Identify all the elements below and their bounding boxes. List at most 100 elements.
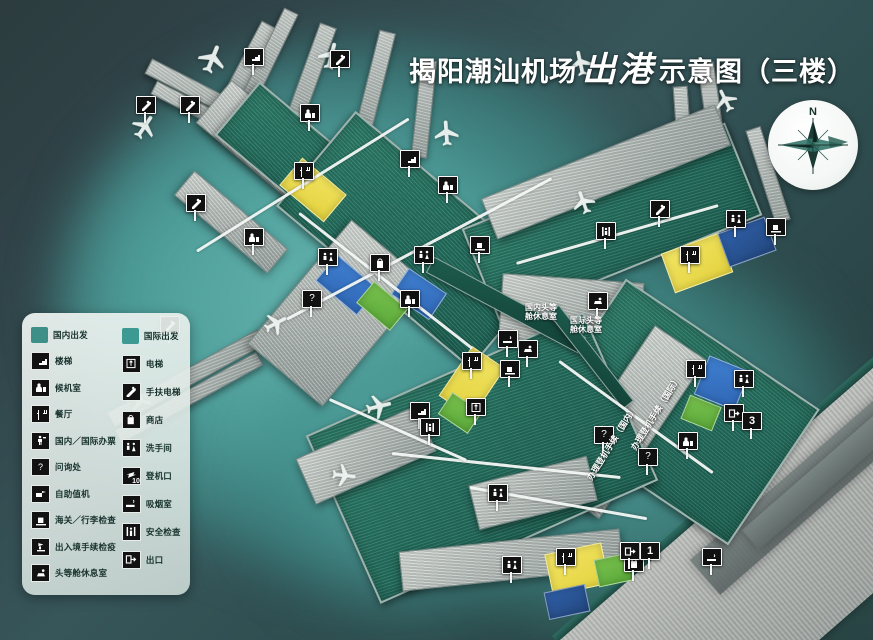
restroom-icon xyxy=(734,370,754,388)
legend-label: 自助值机 xyxy=(55,488,90,499)
map-marker-security-ne[interactable] xyxy=(596,222,616,250)
map-marker-stairs-nw1[interactable] xyxy=(244,48,264,76)
restaurant-icon xyxy=(294,162,314,180)
ticketing-icon xyxy=(31,431,50,450)
legend-label: 洗手间 xyxy=(145,442,173,453)
legend-item-ticketing: 国内／国际办票 xyxy=(31,429,116,453)
restroom-icon xyxy=(414,246,434,264)
legend-item-restroom: 洗手间 xyxy=(121,435,181,460)
map-marker-exit-south[interactable] xyxy=(620,542,640,570)
label-international-first-class-lounge: 国际头等 舱休息室 xyxy=(570,316,602,334)
map-marker-waiting-nw3[interactable] xyxy=(300,104,320,132)
airplane-silhouette-7 xyxy=(707,81,744,118)
map-marker-lounge-domestic[interactable] xyxy=(518,340,538,368)
legend-item-shop: 商店 xyxy=(121,407,181,432)
legend-label: 问询处 xyxy=(55,462,82,473)
waiting-room-icon xyxy=(678,432,698,450)
map-marker-restroom-south2[interactable] xyxy=(488,484,508,512)
airplane-silhouette-5 xyxy=(563,45,599,81)
map-marker-restaurant-mid[interactable] xyxy=(462,352,482,380)
legend-item-information: ? 问询处 xyxy=(31,456,116,480)
first-class-lounge-icon xyxy=(31,564,50,583)
boarding-gate-number: 10 xyxy=(132,477,140,485)
compass-needle-icon xyxy=(778,118,848,174)
map-marker-escalator-nw2[interactable] xyxy=(330,50,350,78)
information-icon: ? xyxy=(638,448,658,466)
legend-label: 商店 xyxy=(145,414,164,425)
map-marker-escalator-w1[interactable] xyxy=(186,194,206,222)
security-check-icon xyxy=(121,522,141,541)
map-marker-waiting-w4[interactable] xyxy=(244,228,264,256)
map-marker-security-mid[interactable] xyxy=(420,418,440,446)
map-marker-restroom-se[interactable] xyxy=(734,370,754,398)
legend-item-self-checkin: 自助值机 xyxy=(31,482,116,506)
title-part-2: 出港 xyxy=(582,51,654,89)
legend-item-restaurant: 餐厅 xyxy=(31,403,116,427)
legend-label: 楼梯 xyxy=(55,356,73,367)
map-marker-stairs-nw4[interactable] xyxy=(400,150,420,178)
information-icon: ? xyxy=(302,290,322,308)
legend-label: 国内／国际办票 xyxy=(55,435,116,446)
map-marker-customs-ne[interactable] xyxy=(766,218,786,246)
legend-label: 手扶电梯 xyxy=(145,386,181,397)
map-marker-restaurant-ne[interactable] xyxy=(680,246,700,274)
map-marker-escalator-ne[interactable] xyxy=(650,200,670,228)
map-marker-restroom-east[interactable] xyxy=(414,246,434,274)
map-marker-lounge-international[interactable] xyxy=(588,292,608,320)
waiting-room-icon xyxy=(31,378,50,397)
smoking-room-icon xyxy=(498,330,518,348)
escalator-icon xyxy=(330,50,350,68)
map-marker-exit-se[interactable] xyxy=(724,404,744,432)
airplane-silhouette-4 xyxy=(431,117,463,149)
map-marker-info-central[interactable]: ? xyxy=(302,290,322,318)
immigration-quarantine-icon xyxy=(31,537,50,556)
airplane-silhouette-9 xyxy=(361,389,397,425)
label-line-2: 舱休息室 xyxy=(570,325,602,335)
shop-icon xyxy=(121,410,141,429)
page-title: 揭阳潮汕机场 出港 示意图（三楼） xyxy=(409,42,855,91)
map-marker-elevator-mid[interactable] xyxy=(466,398,486,426)
map-marker-escalator-w3[interactable] xyxy=(180,96,200,124)
map-marker-smoking-se[interactable] xyxy=(702,548,722,576)
map-marker-restaurant-se[interactable] xyxy=(686,360,706,388)
smoking-room-icon xyxy=(121,494,141,513)
map-marker-customs-east[interactable] xyxy=(470,236,490,264)
exit-icon xyxy=(620,542,640,560)
map-marker-smoking-central[interactable] xyxy=(498,330,518,358)
map-marker-waiting-east[interactable] xyxy=(400,290,420,318)
map-marker-restaurant-nw[interactable] xyxy=(294,162,314,190)
map-marker-restroom-south[interactable] xyxy=(502,556,522,584)
boarding-gate-icon: 10 xyxy=(121,466,141,485)
information-icon: ? xyxy=(594,426,614,444)
map-marker-shop-central[interactable] xyxy=(370,254,390,282)
map-marker-info-mid[interactable]: ? xyxy=(594,426,614,454)
legend-panel: 国内出发 楼梯 候机室 餐厅 国内／国际办票 xyxy=(22,313,190,595)
gate-marker-3[interactable]: 3 xyxy=(742,412,762,440)
legend-label: 餐厅 xyxy=(55,409,73,420)
security-check-icon xyxy=(596,222,616,240)
smoking-room-icon xyxy=(702,548,722,566)
gate-marker-1[interactable]: 1 xyxy=(640,542,660,570)
map-marker-restaurant-south[interactable] xyxy=(556,548,576,576)
airplane-silhouette-3 xyxy=(124,106,166,148)
label-domestic-first-class-lounge: 国内头等 舱休息室 xyxy=(525,303,557,321)
legend-label: 国际出发 xyxy=(143,330,179,341)
customs-baggage-icon xyxy=(500,360,520,378)
self-checkin-icon xyxy=(31,484,50,503)
swatch-domestic xyxy=(31,326,48,343)
legend-label: 登机口 xyxy=(145,470,173,481)
map-marker-info-se[interactable]: ? xyxy=(638,448,658,476)
map-marker-escalator-w2[interactable] xyxy=(136,96,156,124)
restaurant-icon xyxy=(31,405,50,424)
map-marker-restroom-central[interactable] xyxy=(318,248,338,276)
map-marker-restroom-ne[interactable] xyxy=(726,210,746,238)
legend-label: 吸烟室 xyxy=(145,498,173,509)
label-line-1: 国际头等 xyxy=(570,316,602,325)
stairs-icon xyxy=(244,48,264,66)
map-marker-waiting-se[interactable] xyxy=(678,432,698,460)
security-check-icon xyxy=(420,418,440,436)
map-marker-customs-central[interactable] xyxy=(500,360,520,388)
exit-icon xyxy=(121,550,141,569)
compass-north-label: N xyxy=(809,106,817,118)
map-marker-waiting-ne1[interactable] xyxy=(438,176,458,204)
